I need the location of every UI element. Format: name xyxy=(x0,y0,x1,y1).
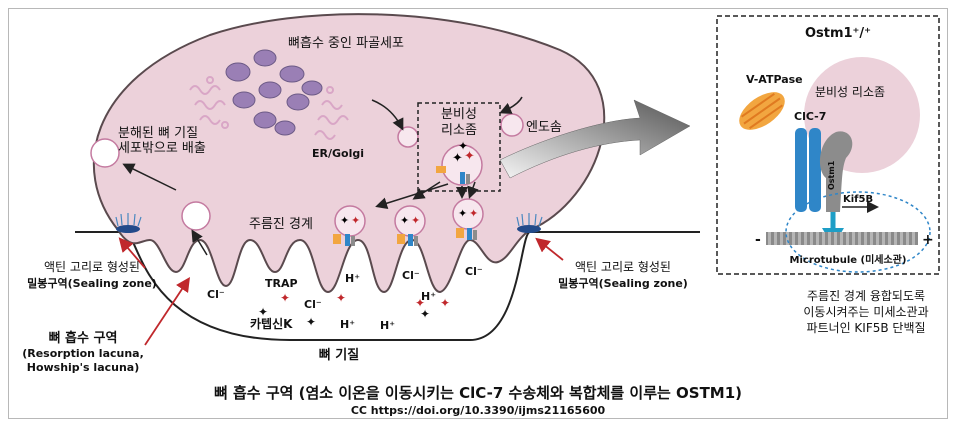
vesicle-small xyxy=(397,126,419,148)
endosome-vesicle xyxy=(500,113,524,137)
figure-border xyxy=(8,8,948,419)
inset-ostm1: Ostm1 xyxy=(820,131,853,212)
secretory-lysosome-label1: 분비성 xyxy=(441,107,477,122)
svg-text:✦: ✦ xyxy=(411,214,420,227)
proton-label-3: H⁺ xyxy=(340,318,355,331)
svg-text:✦: ✦ xyxy=(400,214,409,227)
fusing-lysosome-1: ✦ ✦ xyxy=(333,205,366,246)
osteoclast-title: 뼈흡수 중인 파골세포 xyxy=(288,36,404,51)
svg-text:✦: ✦ xyxy=(415,296,425,310)
svg-text:✦: ✦ xyxy=(452,151,463,166)
bone-surface-line xyxy=(75,231,700,341)
transcytosis-vesicle xyxy=(181,201,211,231)
svg-text:✦: ✦ xyxy=(340,214,349,227)
sealing-zone-left xyxy=(115,213,142,233)
figure-caption: 뼈 흡수 구역 (염소 이온을 이동시키는 ClC-7 수송체와 복합체를 이루… xyxy=(213,384,743,402)
inset-microtubule xyxy=(766,232,918,245)
svg-text:✦: ✦ xyxy=(336,291,346,305)
er-golgi-structures xyxy=(189,76,349,140)
resorption-zone-line2: (Resorption lacuna, xyxy=(22,347,144,360)
diagram-labels: 뼈흡수 중인 파골세포 분해된 뼈 기질 세포밖으로 배출 ER/Golgi 분… xyxy=(22,36,688,374)
svg-text:✦: ✦ xyxy=(458,207,467,220)
ruffled-border-label: 주름진 경계 xyxy=(249,217,313,232)
figure-source: CC https://doi.org/10.3390/ijms21165600 xyxy=(350,404,606,417)
resorption-zone-line3: Howship's lacuna) xyxy=(27,361,140,374)
svg-text:✦: ✦ xyxy=(440,296,450,310)
inset-microtubule-label: Microtubule (미세소관) xyxy=(790,253,907,266)
svg-text:✦: ✦ xyxy=(258,305,268,319)
fusing-lysosome-3: ✦ ✦ xyxy=(452,198,484,240)
svg-text:✦: ✦ xyxy=(306,315,316,329)
kif5b-note: 주름진 경계 융합되도록 이동시켜주는 미세소관과 파트너인 KIF5B 단백질 xyxy=(803,289,928,335)
svg-text:✦: ✦ xyxy=(469,207,478,220)
bone-matrix-label: 뼈 기질 xyxy=(319,347,359,363)
inset-clc7 xyxy=(795,128,821,212)
note-line1: 주름진 경계 융합되도록 xyxy=(807,289,925,303)
chloride-label-4: Cl⁻ xyxy=(465,265,483,278)
note-line2: 이동시켜주는 미세소관과 xyxy=(803,305,928,319)
chloride-label-3: Cl⁻ xyxy=(402,269,420,282)
svg-text:✦: ✦ xyxy=(280,291,290,305)
inset-kif5b-label: Kif5B xyxy=(843,194,873,205)
proton-label-4: H⁺ xyxy=(380,319,395,332)
exiting-vesicle xyxy=(90,138,120,168)
endosome-label: 엔도솜 xyxy=(526,120,562,135)
cathepsin-k-label: 카텝신K xyxy=(250,316,293,331)
inset-lysosome-label: 분비성 리소좀 xyxy=(815,85,885,99)
chloride-label-2: Cl⁻ xyxy=(304,298,322,311)
proton-label-1: H⁺ xyxy=(345,272,360,285)
svg-text:Ostm1: Ostm1 xyxy=(827,160,836,190)
inset-minus-label: - xyxy=(755,232,761,248)
degraded-matrix-line2: 세포밖으로 배출 xyxy=(118,141,206,156)
sealing-zone-left-line2: 밀봉구역(Sealing zone) xyxy=(27,276,157,290)
resorption-zone-line1: 뼈 흡수 구역 xyxy=(49,330,118,346)
nuclei xyxy=(225,49,323,136)
svg-text:✦: ✦ xyxy=(420,307,430,321)
svg-text:✦: ✦ xyxy=(464,149,475,164)
inset-highlight-ellipse xyxy=(785,191,931,273)
zoom-arrow xyxy=(499,99,691,179)
enzyme-markers: ✦ ✦ ✦ ✦ ✦ ✦ ✦ xyxy=(258,291,450,329)
inset-labels: Ostm1⁺/⁺ V-ATPase 분비성 리소좀 ClC-7 Kif5B - … xyxy=(746,26,934,266)
svg-text:✦: ✦ xyxy=(351,214,360,227)
sealing-zone-right-line2: 밀봉구역(Sealing zone) xyxy=(558,276,688,290)
note-line3: 파트너인 KIF5B 단백질 xyxy=(806,321,925,335)
er-golgi-label: ER/Golgi xyxy=(312,147,364,160)
secretory-lysosome-label2: 리소좀 xyxy=(441,123,477,138)
sealing-zone-right-line1: 액틴 고리로 형성된 xyxy=(575,260,671,274)
sealing-zone-left-line1: 액틴 고리로 형성된 xyxy=(44,260,140,274)
inset-plus-label: + xyxy=(922,232,934,248)
chloride-label-1: Cl⁻ xyxy=(207,288,225,301)
inset-v-atpase xyxy=(739,92,785,130)
sealing-zone-right xyxy=(516,213,543,233)
inset-v-atpase-label: V-ATPase xyxy=(746,73,803,86)
degraded-matrix-line1: 분해된 뼈 기질 xyxy=(118,126,198,141)
svg-text:✦: ✦ xyxy=(458,139,468,153)
trap-label: TRAP xyxy=(265,277,298,290)
pathway-arrows xyxy=(122,96,523,256)
red-pointer-arrows xyxy=(118,237,564,346)
inset-title: Ostm1⁺/⁺ xyxy=(805,26,871,41)
fusing-lysosome-2: ✦ ✦ xyxy=(394,205,426,246)
secretory-lysosome: ✦ ✦ ✦ xyxy=(436,139,483,186)
inset-clc7-label: ClC-7 xyxy=(794,110,826,123)
proton-label-2: H⁺ xyxy=(421,290,436,303)
